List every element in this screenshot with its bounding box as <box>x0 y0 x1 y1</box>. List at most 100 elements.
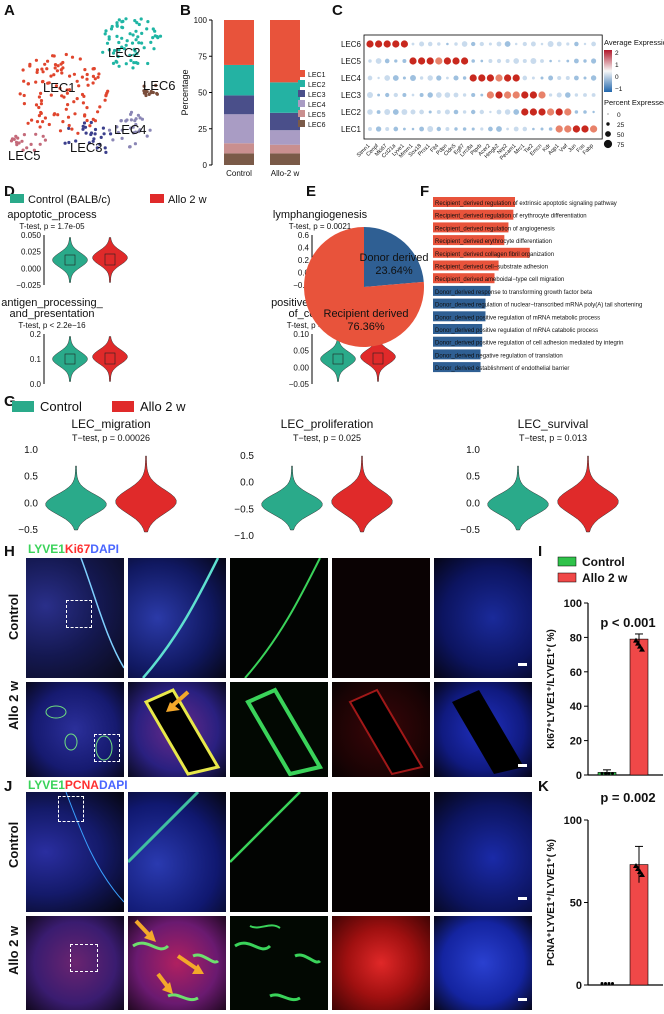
term-label: Recipient_derived cell−substrate adhesio… <box>435 265 548 271</box>
umap-point <box>124 17 128 21</box>
boxplot-box <box>372 352 384 365</box>
umap-point <box>39 91 43 95</box>
umap-point <box>93 77 97 81</box>
umap-point <box>45 67 49 71</box>
umap-point <box>34 80 38 84</box>
expression-dot <box>521 108 529 116</box>
violin-allo <box>92 336 128 382</box>
y-tick-label: 0.2 <box>298 256 310 265</box>
umap-point <box>121 26 125 30</box>
panel-letter-a: A <box>4 2 15 19</box>
y-tick-label: 0.6 <box>298 231 310 240</box>
boxplot-box <box>104 253 116 266</box>
umap-point <box>104 29 108 33</box>
enrichment-bar <box>433 362 481 373</box>
umap-point <box>103 32 107 36</box>
expression-dot <box>486 74 494 82</box>
umap-point <box>9 139 14 143</box>
expression-dot <box>402 76 406 80</box>
expression-dot <box>540 127 544 131</box>
enrichment-bar <box>433 324 483 334</box>
slice-value: 76.36% <box>347 321 385 333</box>
umap-point <box>99 135 103 139</box>
stain-legend-h: LYVE1Ki67DAPI <box>28 542 119 556</box>
micro-h-allo-dapi <box>434 682 532 777</box>
legend-swatch <box>112 401 134 412</box>
violin-allo <box>331 455 393 533</box>
umap-point <box>103 98 107 102</box>
expression-dot <box>471 41 476 47</box>
expression-dot <box>530 58 537 64</box>
expression-dot <box>581 125 589 133</box>
panel-letter-d: D <box>4 183 15 200</box>
umap-point <box>115 23 119 27</box>
expression-dot <box>488 59 493 63</box>
expression-dot <box>409 57 417 65</box>
umap-point <box>66 115 71 119</box>
expression-dot <box>446 42 449 46</box>
y-tick-label: 0.2 <box>30 330 42 339</box>
legend-label: Allo 2 w <box>582 571 628 585</box>
umap-point <box>30 118 34 122</box>
panel-letter-i: I <box>538 543 543 560</box>
stain-dapi: DAPI <box>98 778 128 792</box>
umap-point <box>89 131 94 135</box>
expression-dot <box>538 108 546 116</box>
stacked-bar-segment <box>224 143 254 154</box>
micro-h-control-lyve1 <box>230 558 328 678</box>
slice-label: Donor derived <box>359 252 428 264</box>
umap-point <box>133 19 137 23</box>
umap-point <box>134 117 138 121</box>
expression-dot <box>366 40 374 48</box>
umap-point <box>66 103 70 107</box>
y-tick-label: 100 <box>564 815 582 827</box>
micro-j-control-lyve1 <box>230 792 328 912</box>
term-label: Recipient_derived ameboidal−type cell mi… <box>435 277 564 283</box>
expression-dot <box>488 126 493 132</box>
umap-point <box>120 36 124 40</box>
expression-dot <box>410 109 416 115</box>
boxplot-box <box>332 353 344 365</box>
size-legend-label: 50 <box>617 132 625 139</box>
umap-point <box>47 81 51 85</box>
umap-point <box>82 121 87 125</box>
stain-dapi: DAPI <box>90 542 119 556</box>
umap-point <box>111 138 115 142</box>
size-legend-label: 25 <box>617 122 625 129</box>
violin-plots-d: Control (BALB/c)Allo 2 wapoptotic_proces… <box>1 194 396 389</box>
umap-point <box>125 118 129 122</box>
expression-dot <box>393 126 399 132</box>
expression-dot <box>478 74 486 82</box>
umap-point <box>81 101 85 105</box>
umap-point <box>124 43 128 47</box>
umap-point <box>81 124 85 128</box>
micro-j-control-merge <box>128 792 226 912</box>
size-legend-dot <box>606 122 610 126</box>
umap-point <box>151 90 155 95</box>
expression-dot <box>445 76 449 80</box>
umap-point <box>81 127 85 131</box>
expression-dot <box>479 41 484 47</box>
expression-dot <box>392 40 400 48</box>
expression-dot <box>488 42 492 46</box>
umap-point <box>35 68 40 72</box>
y-tick-label: 1.0 <box>24 445 38 456</box>
umap-point <box>85 72 89 77</box>
stat-label: T-test, p < 2.2e−16 <box>18 321 86 330</box>
expression-dot <box>453 109 459 115</box>
expression-dot <box>583 59 587 63</box>
expression-dot <box>375 126 382 132</box>
violin-control <box>320 336 356 382</box>
size-legend-dot <box>607 113 609 115</box>
umap-point <box>146 20 150 24</box>
expression-dot <box>505 59 510 63</box>
umap-point <box>130 41 135 45</box>
umap-point <box>49 74 53 78</box>
umap-point <box>22 102 26 106</box>
expression-dot <box>513 126 519 132</box>
umap-point <box>137 129 141 134</box>
expression-dot <box>452 57 460 65</box>
y-tick-label: 50 <box>198 89 207 98</box>
p-value-annotation: p < 0.001 <box>600 615 655 630</box>
